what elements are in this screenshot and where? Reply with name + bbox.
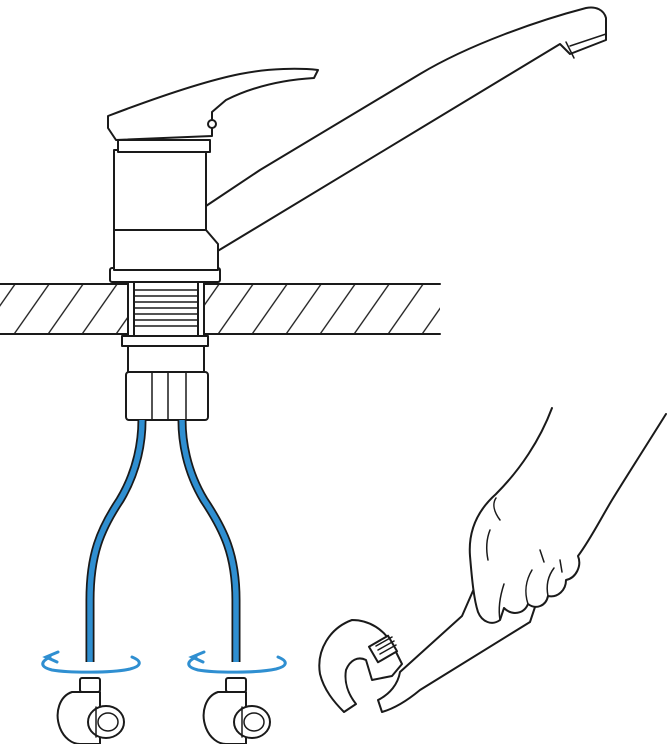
left-angle-valve [58,678,124,744]
mounting-nut [122,336,208,420]
countertop [0,284,440,334]
angle-valve-icon [58,678,270,744]
rotation-arrow-icon [43,652,286,672]
faucet-icon [108,7,606,282]
thread-lines [134,290,198,326]
right-angle-valve [204,678,270,744]
threaded-shank [128,282,204,336]
hand-icon [470,408,666,623]
flexible-hose-icon [90,420,236,662]
